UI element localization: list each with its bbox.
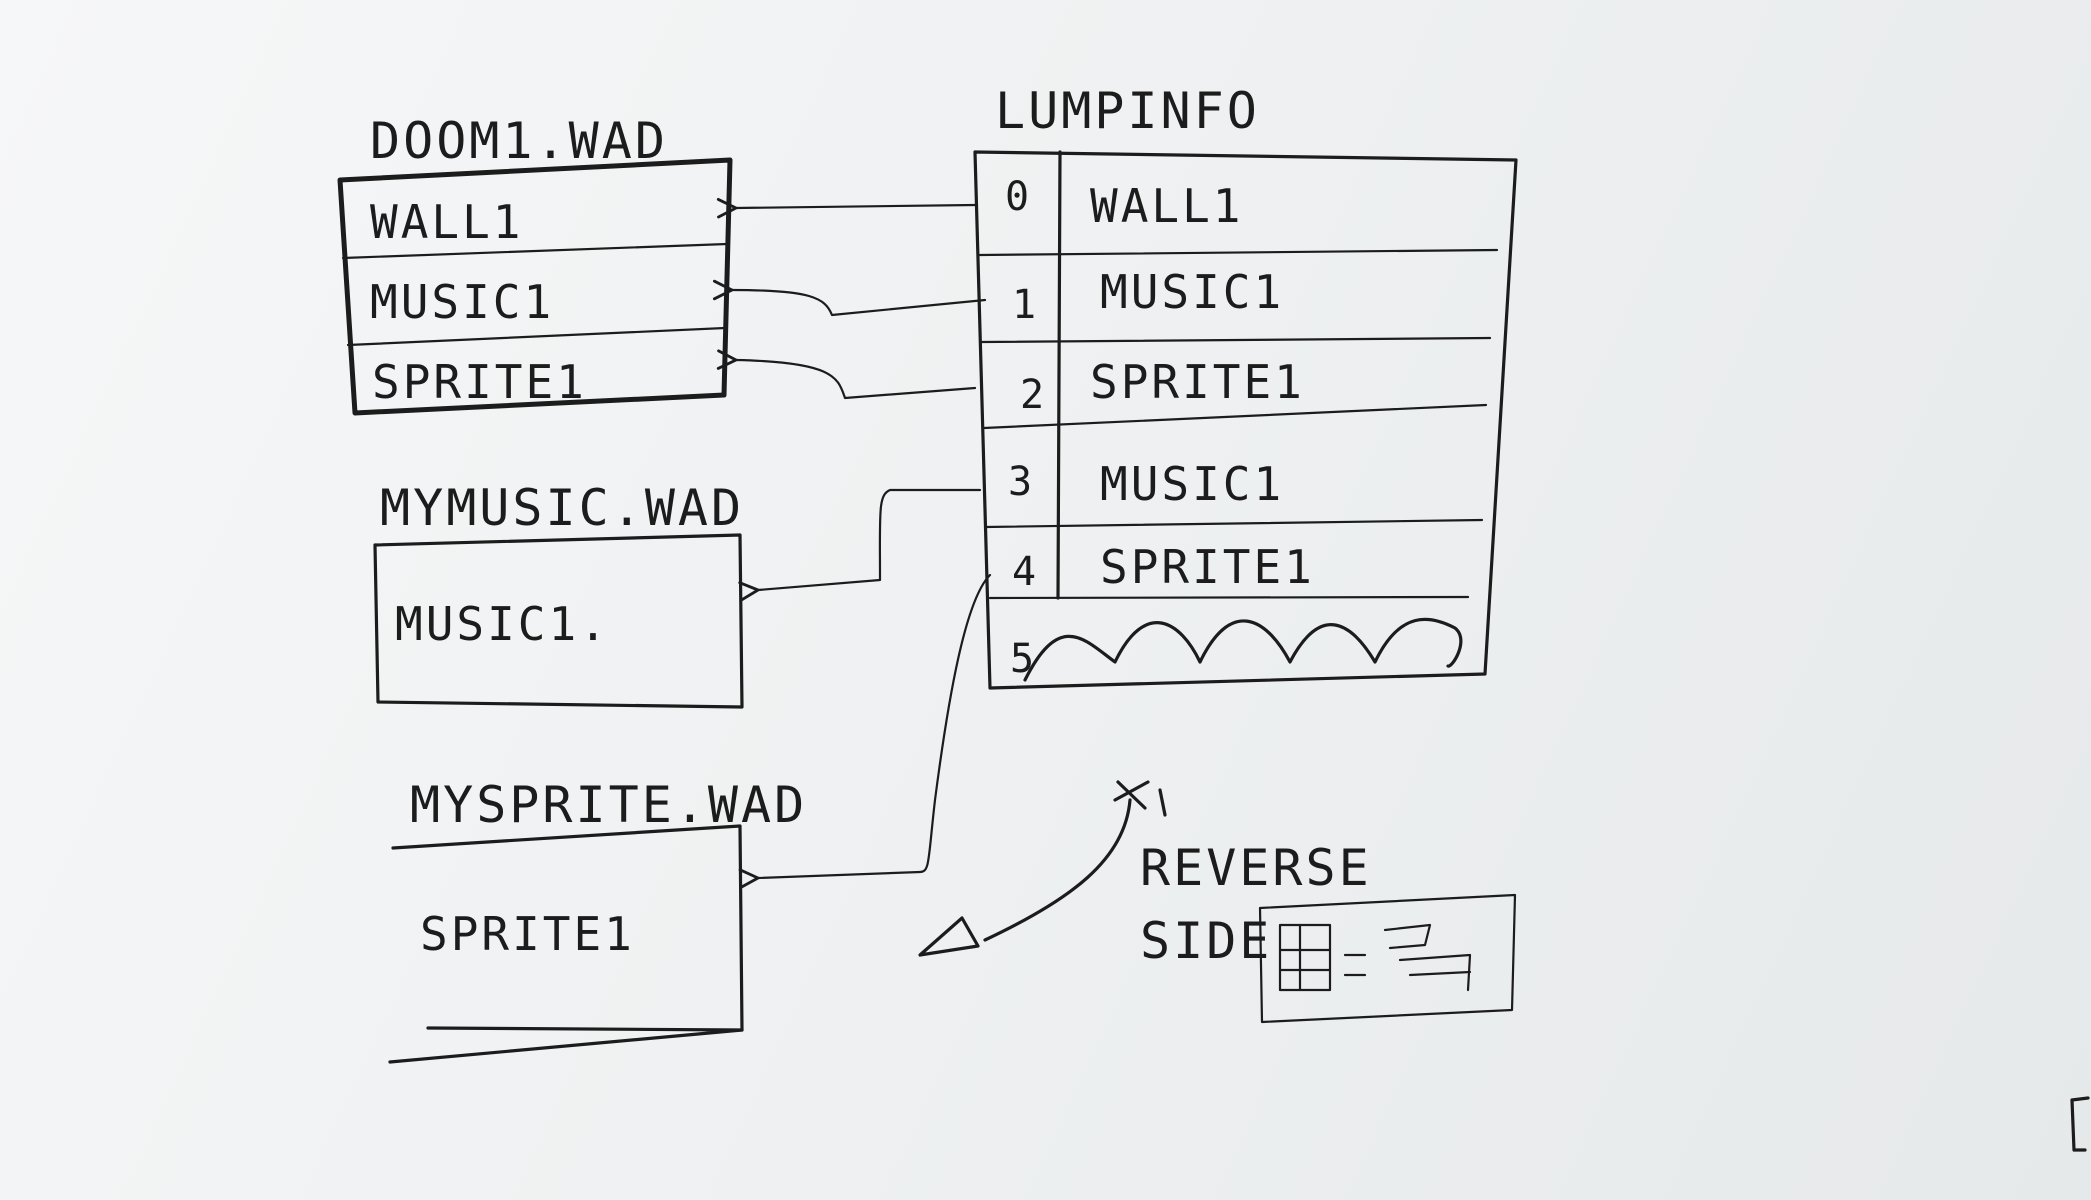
wad-mymusic-title: MYMUSIC.WAD [380,479,744,537]
lumpinfo-name-0: WALL1 [1090,179,1243,233]
connector-lump4-to-mysprite-sprite1 [738,573,992,889]
wad-mymusic: MYMUSIC.WAD MUSIC1. [373,479,744,709]
wad-doom1-divider-1 [341,242,729,260]
wad-doom1-title: DOOM1.WAD [370,112,668,170]
cross-arrowhead-icon [1113,780,1167,817]
lumpinfo-name-4: SPRITE1 [1100,540,1315,594]
lumpinfo-row-divider-4 [984,518,1484,529]
connector-lump1-to-doom1-music1 [712,279,987,317]
wad-doom1-box [337,157,733,416]
lumpinfo-index-1: 1 [1012,282,1036,328]
lump-connectors [712,197,992,889]
wad-mysprite-box [388,824,744,1064]
connector-lump3-to-mymusic-music1 [738,488,982,602]
lumpinfo-name-2: SPRITE1 [1090,355,1305,409]
wad-doom1-lump-sprite1: SPRITE1 [372,355,587,409]
edge-mark [2070,1096,2090,1152]
lumpinfo-row-divider-5 [988,595,1470,600]
wad-mysprite-lump-sprite1: SPRITE1 [420,907,635,961]
wad-doom1-lump-wall1: WALL1 [370,195,523,249]
lumpinfo-table: LUMPINFO 0 WALL1 1 MUSIC1 2 SPRITE1 3 MU… [973,82,1518,690]
wad-doom1-divider-2 [346,326,727,347]
reverse-side-card [1258,893,1517,1024]
lumpinfo-name-1: MUSIC1 [1100,265,1284,319]
wad-mymusic-lump-music1: MUSIC1. [395,597,610,651]
reverse-side-note: REVERSE SIDE [918,780,1517,1024]
triangle-arrowhead-icon [918,916,980,957]
lumpinfo-index-5: 5 [1010,636,1034,682]
wad-mysprite-title: MYSPRITE.WAD [410,776,807,834]
curved-double-arrow [983,798,1132,942]
lumpinfo-title: LUMPINFO [995,82,1260,140]
lumpinfo-index-4: 4 [1012,549,1036,595]
reverse-side-line2: SIDE [1140,912,1272,970]
lumpinfo-index-column-divider [1056,150,1062,600]
lumpinfo-index-0: 0 [1005,174,1029,220]
connector-lump2-to-doom1-sprite1 [716,349,977,400]
lumpinfo-index-2: 2 [1020,372,1044,418]
lumpinfo-row-divider-2 [980,336,1492,344]
wad-mymusic-box [373,533,744,709]
reverse-side-line1: REVERSE [1140,839,1372,897]
wad-mysprite: MYSPRITE.WAD SPRITE1 [388,776,807,1064]
connector-lump0-to-doom1-wall1 [716,197,977,219]
wad-doom1-lump-music1: MUSIC1 [370,275,554,329]
wad-mysprite-box-bottom [426,1026,744,1032]
lumpinfo-name-3: MUSIC1 [1100,457,1284,511]
reverse-side-card-mini-table-icon [1278,923,1472,992]
lumpinfo-row5-scribble [1023,617,1463,682]
lumpinfo-row-divider-1 [978,248,1499,257]
lumpinfo-row-divider-3 [982,403,1488,430]
wad-doom1: DOOM1.WAD WALL1 MUSIC1 SPRITE1 [337,112,733,416]
lumpinfo-frame [973,150,1518,690]
lumpinfo-index-3: 3 [1008,459,1032,505]
